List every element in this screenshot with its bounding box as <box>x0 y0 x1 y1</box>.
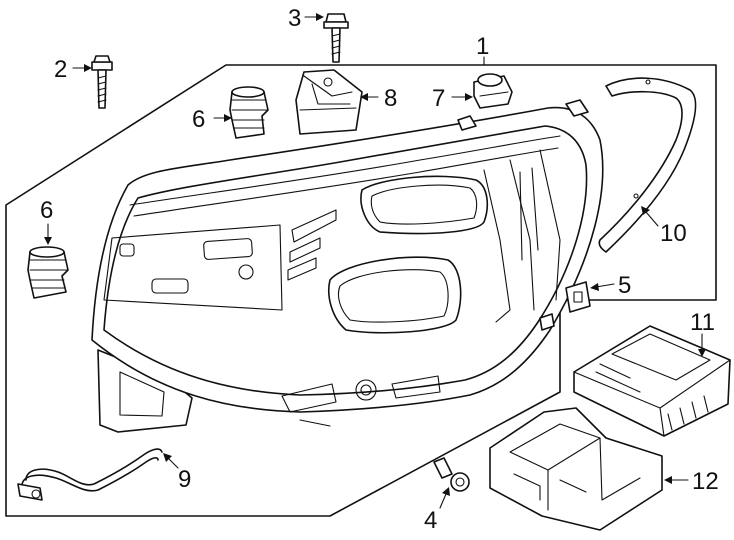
grommet-part-6-upper <box>229 86 269 139</box>
grommet-part-6-lower <box>27 246 69 299</box>
leader-lines <box>44 13 706 509</box>
headlamp-assembly <box>91 99 604 433</box>
callout-labels: 1 2 3 4 5 6 6 7 8 9 10 11 12 <box>40 5 719 534</box>
wire-harness-part-9 <box>17 448 163 501</box>
bracket-part-8 <box>295 69 363 135</box>
control-module-part-11 <box>573 325 731 437</box>
callout-12: 12 <box>692 468 719 495</box>
callout-11: 11 <box>690 309 715 336</box>
screw-part-2 <box>91 55 113 109</box>
clip-part-5 <box>565 281 591 313</box>
module-bracket-part-12 <box>489 407 663 531</box>
callout-2: 2 <box>54 56 67 83</box>
callout-6-lower: 6 <box>40 197 53 224</box>
callout-8: 8 <box>384 85 397 112</box>
callout-4: 4 <box>424 507 437 534</box>
callout-6-upper: 6 <box>192 106 205 133</box>
callout-5: 5 <box>618 272 631 299</box>
callout-10: 10 <box>660 220 687 247</box>
bolt-part-4 <box>433 457 470 492</box>
trim-strip-part-10 <box>598 77 697 253</box>
callout-9: 9 <box>178 466 191 493</box>
screw-part-3 <box>323 13 349 63</box>
callout-1: 1 <box>476 33 489 60</box>
callout-3: 3 <box>288 5 301 32</box>
adjuster-part-7 <box>473 73 513 109</box>
callout-7: 7 <box>432 85 445 112</box>
